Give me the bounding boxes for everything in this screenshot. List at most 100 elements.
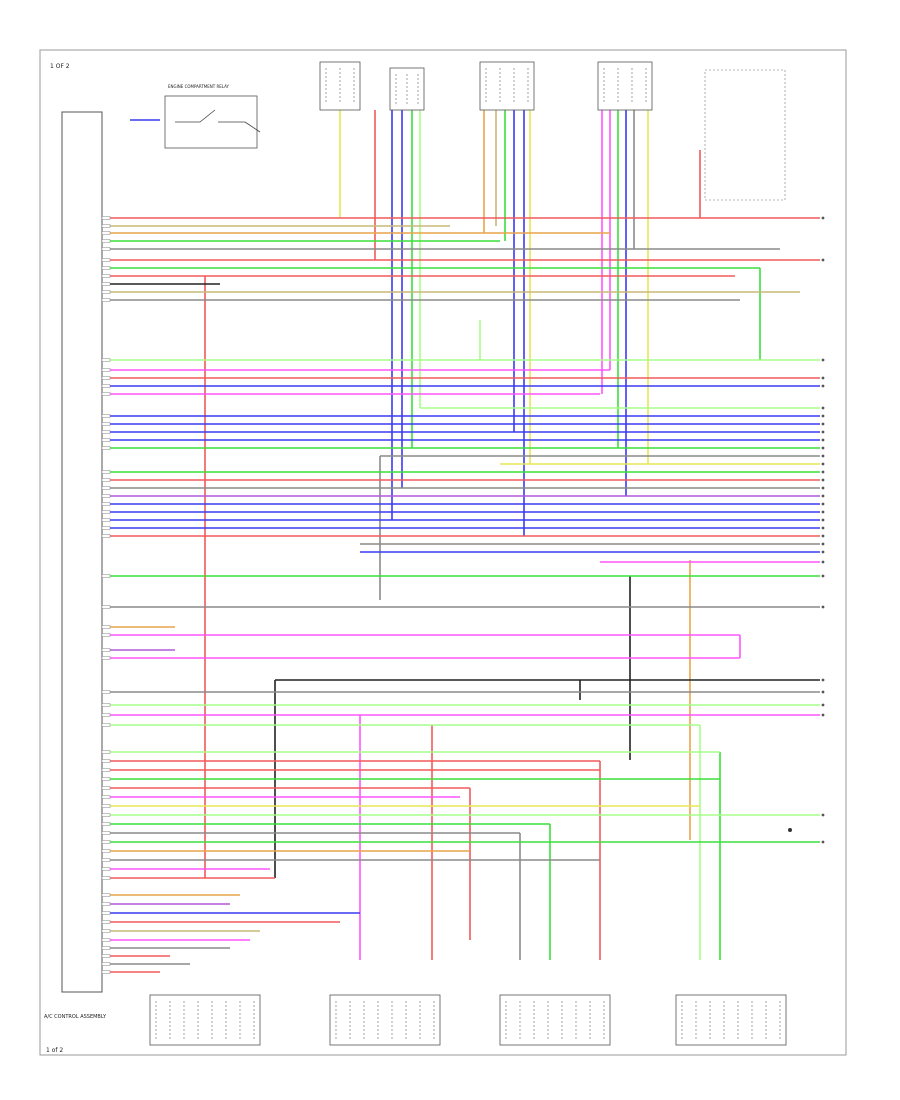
module-pin bbox=[101, 239, 111, 243]
module-pin bbox=[101, 486, 111, 490]
terminal-dot bbox=[821, 414, 825, 418]
ground-symbol-right bbox=[788, 828, 792, 832]
module-pin bbox=[101, 713, 111, 717]
terminal-dot bbox=[821, 518, 825, 522]
module-pin bbox=[101, 893, 111, 897]
terminal-dot bbox=[821, 494, 825, 498]
terminal-dot bbox=[821, 430, 825, 434]
terminal-dot bbox=[821, 486, 825, 490]
connector-bottom-3 bbox=[499, 994, 611, 1046]
ac-control-assembly bbox=[61, 111, 103, 993]
terminal-dot bbox=[821, 542, 825, 546]
module-pin bbox=[101, 938, 111, 942]
module-pin bbox=[101, 920, 111, 924]
terminal-dot bbox=[821, 454, 825, 458]
terminal-dot bbox=[821, 422, 825, 426]
module-pin bbox=[101, 478, 111, 482]
connector-bottom-4 bbox=[675, 994, 787, 1046]
module-pin bbox=[101, 962, 111, 966]
module-pin bbox=[101, 867, 111, 871]
relay-coil-symbol bbox=[244, 121, 261, 133]
horizontal-wires bbox=[110, 119, 825, 973]
module-pin bbox=[101, 534, 111, 538]
page-footer: 1 of 2 bbox=[46, 1047, 63, 1054]
module-pin bbox=[101, 446, 111, 450]
module-pin bbox=[101, 777, 111, 781]
terminal-dot bbox=[821, 438, 825, 442]
connector-top-1 bbox=[319, 61, 361, 111]
module-pin bbox=[101, 946, 111, 950]
terminal-dot bbox=[821, 713, 825, 717]
module-pin bbox=[101, 813, 111, 817]
module-pin bbox=[101, 656, 111, 660]
terminal-dot bbox=[821, 840, 825, 844]
terminal-dot bbox=[821, 376, 825, 380]
module-pin bbox=[101, 502, 111, 506]
module-pin bbox=[101, 804, 111, 808]
terminal-dot bbox=[821, 478, 825, 482]
terminal-dot bbox=[821, 406, 825, 410]
terminal-dot bbox=[821, 574, 825, 578]
relay-switch-symbol bbox=[175, 109, 245, 123]
module-pin bbox=[101, 470, 111, 474]
module-pin bbox=[101, 430, 111, 434]
terminal-dot bbox=[821, 510, 825, 514]
module-pin bbox=[101, 759, 111, 763]
module-pin bbox=[101, 216, 111, 220]
connector-top-2 bbox=[389, 67, 425, 111]
module-pin bbox=[101, 786, 111, 790]
module-pin bbox=[101, 526, 111, 530]
module-pin bbox=[101, 929, 111, 933]
module-pin bbox=[101, 648, 111, 652]
module-label: A/C CONTROL ASSEMBLY bbox=[44, 1014, 107, 1020]
module-pin bbox=[101, 438, 111, 442]
relay-label: ENGINE COMPARTMENT RELAY bbox=[168, 84, 230, 89]
terminal-dot bbox=[821, 216, 825, 220]
module-pin bbox=[101, 224, 111, 228]
module-pin bbox=[101, 510, 111, 514]
module-pin bbox=[101, 266, 111, 270]
module-pin bbox=[101, 574, 111, 578]
terminal-dot bbox=[821, 358, 825, 362]
module-pin bbox=[101, 723, 111, 727]
terminal-dot bbox=[821, 526, 825, 530]
module-pin bbox=[101, 690, 111, 694]
terminal-dot bbox=[821, 550, 825, 554]
terminal-dot bbox=[821, 690, 825, 694]
terminal-dot bbox=[821, 502, 825, 506]
module-pin bbox=[101, 422, 111, 426]
module-pin bbox=[101, 831, 111, 835]
module-pin bbox=[101, 290, 111, 294]
module-pin bbox=[101, 822, 111, 826]
terminal-dot bbox=[821, 384, 825, 388]
module-pin bbox=[101, 902, 111, 906]
module-pin bbox=[101, 384, 111, 388]
right-component-block bbox=[704, 69, 786, 201]
connector-top-3 bbox=[479, 61, 535, 111]
module-pin bbox=[101, 703, 111, 707]
module-pin bbox=[101, 247, 111, 251]
module-pin bbox=[101, 876, 111, 880]
module-pin bbox=[101, 282, 111, 286]
page-title: 1 OF 2 bbox=[50, 63, 70, 70]
module-pin bbox=[101, 633, 111, 637]
terminal-dot bbox=[821, 462, 825, 466]
terminal-dot bbox=[821, 534, 825, 538]
connector-top-4 bbox=[597, 61, 653, 111]
module-pin bbox=[101, 358, 111, 362]
diagram-frame bbox=[39, 49, 847, 1056]
connector-bottom-1 bbox=[149, 994, 261, 1046]
module-pin bbox=[101, 494, 111, 498]
module-pin bbox=[101, 954, 111, 958]
module-pin bbox=[101, 970, 111, 974]
relay-box bbox=[164, 95, 258, 149]
terminal-dot bbox=[821, 813, 825, 817]
module-pin bbox=[101, 392, 111, 396]
module-pin bbox=[101, 376, 111, 380]
terminal-dot bbox=[821, 446, 825, 450]
module-pin bbox=[101, 414, 111, 418]
module-pin bbox=[101, 518, 111, 522]
module-pin bbox=[101, 911, 111, 915]
terminal-dot bbox=[821, 560, 825, 564]
module-pin bbox=[101, 625, 111, 629]
